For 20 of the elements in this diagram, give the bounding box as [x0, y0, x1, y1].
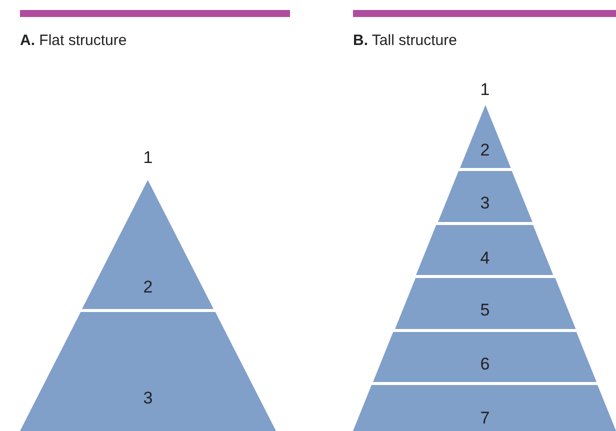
pyramid-tier	[438, 171, 532, 222]
tier-number: 3	[143, 390, 153, 406]
tier-number: 2	[480, 142, 490, 158]
apex-number: 1	[479, 80, 491, 100]
tier-number: 3	[480, 194, 490, 212]
pyramid-tier	[460, 105, 510, 168]
pyramid-tier	[353, 385, 616, 431]
panel-heading: B. Tall structure	[353, 32, 457, 49]
pyramid-tier	[82, 180, 214, 309]
pyramid-tier	[373, 332, 597, 382]
apex-number: 1	[142, 148, 154, 168]
tier-number: 2	[143, 278, 153, 296]
tier-number: 5	[480, 302, 490, 318]
pyramid-tier	[20, 312, 276, 431]
pyramid-tier	[394, 278, 576, 329]
tier-number: 4	[480, 250, 490, 266]
panel-heading: A. Flat structure	[20, 32, 127, 49]
tier-number: 7	[480, 410, 490, 426]
pyramid-tier	[416, 225, 554, 275]
tier-number: 6	[480, 356, 490, 372]
